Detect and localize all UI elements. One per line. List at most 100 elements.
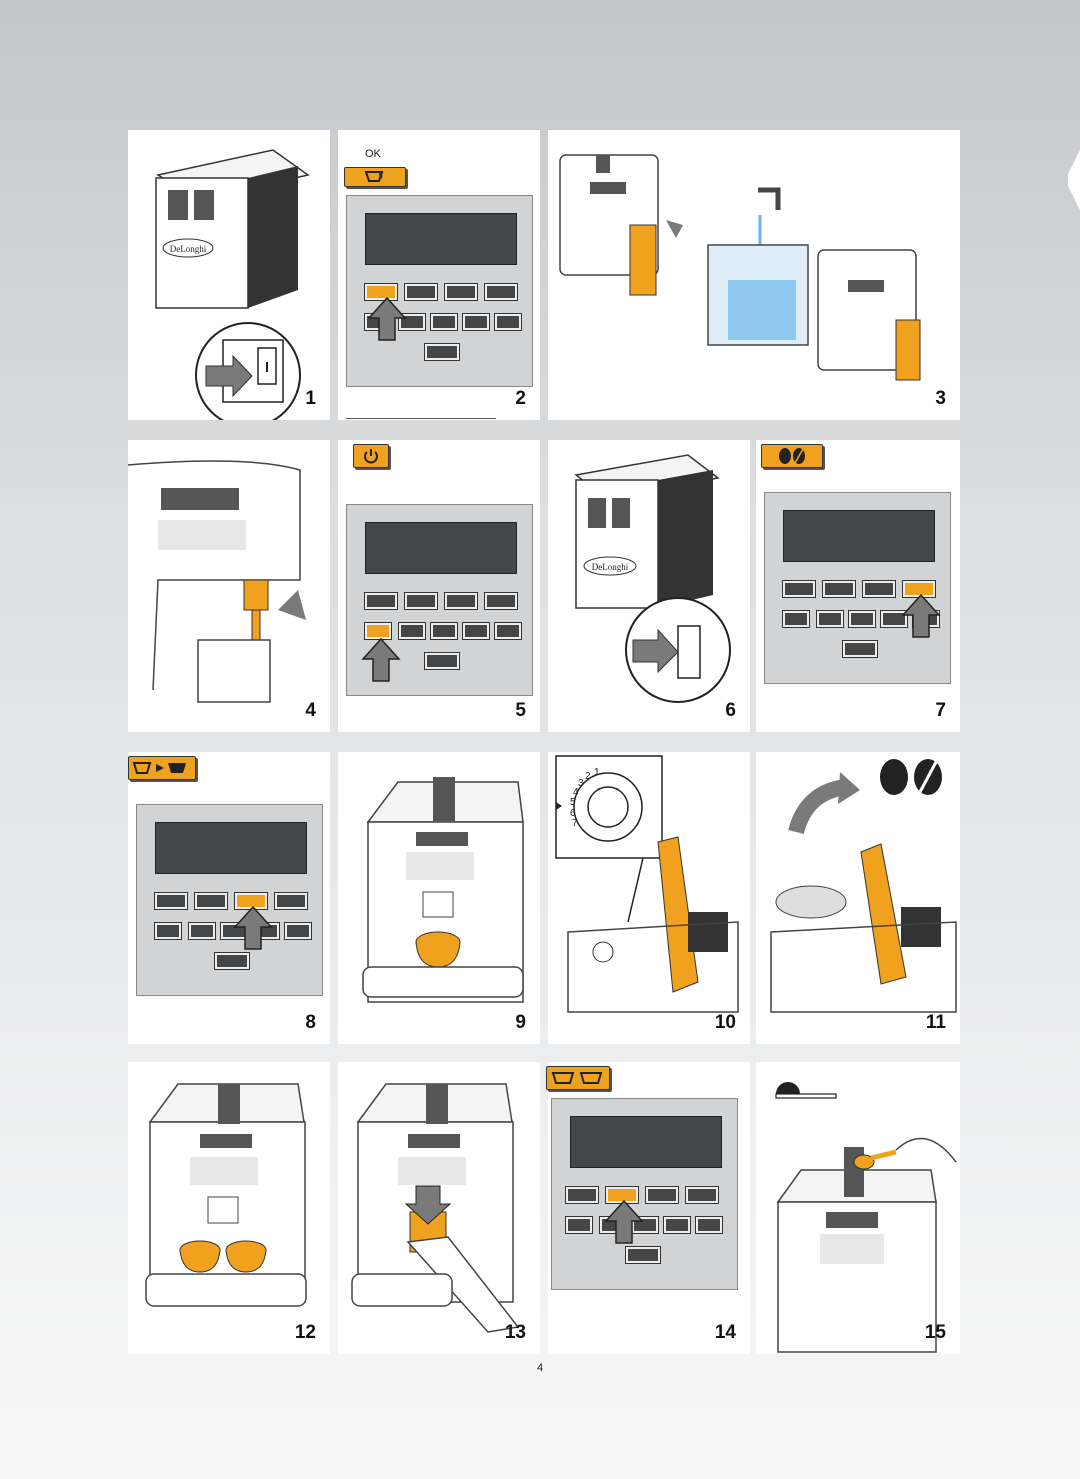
key-3[interactable] [862, 580, 896, 598]
key-2[interactable] [822, 580, 856, 598]
step-panel-9: 9 [338, 752, 540, 1044]
ok-label: OK [365, 148, 381, 160]
press-arrow-icon [361, 637, 401, 682]
key-2[interactable] [194, 892, 228, 910]
step-number: 15 [924, 1322, 946, 1343]
key-4[interactable] [484, 592, 518, 610]
key-9[interactable] [494, 313, 522, 331]
water-tank-illustration [559, 154, 921, 381]
press-arrow-icon [233, 905, 273, 950]
step-panel-6: DeLonghi 6 [548, 440, 750, 732]
dial-digit: 3 [578, 778, 584, 789]
key-5[interactable] [782, 610, 810, 628]
key-1[interactable] [782, 580, 816, 598]
step-number: 12 [294, 1322, 316, 1343]
key-4[interactable] [274, 892, 308, 910]
key-3[interactable] [444, 283, 478, 301]
step-number: 13 [504, 1322, 526, 1343]
cup-icon [364, 171, 384, 182]
key-6[interactable] [398, 622, 426, 640]
display-screen [570, 1116, 722, 1168]
page-edge-tab [1068, 150, 1080, 210]
press-arrow-icon [367, 296, 407, 341]
measuring-scoop-icon [775, 1082, 837, 1099]
key-1[interactable] [565, 1186, 599, 1204]
press-arrow-icon [901, 593, 941, 638]
machine-rear-switch-illustration: DeLonghi [574, 454, 731, 703]
step-panel-3: 3 [548, 130, 960, 420]
cup-key[interactable] [364, 283, 398, 301]
key-10[interactable] [424, 343, 460, 361]
key-8[interactable] [462, 622, 490, 640]
add-beans-illustration [770, 759, 957, 1013]
single-cup-illustration [362, 777, 524, 1003]
brand-logo: DeLonghi [170, 244, 207, 254]
power-key[interactable] [364, 622, 392, 640]
key-6[interactable] [188, 922, 216, 940]
key-10[interactable] [625, 1246, 661, 1264]
key-6[interactable] [816, 610, 844, 628]
dial-digit: 2 [585, 771, 591, 782]
key-4[interactable] [685, 1186, 719, 1204]
key-3[interactable] [444, 592, 478, 610]
key-8[interactable] [663, 1216, 691, 1234]
step-number: 6 [725, 700, 736, 721]
display-screen [365, 213, 517, 265]
step-number: 3 [935, 388, 946, 409]
control-panel [346, 504, 533, 696]
key-9[interactable] [494, 622, 522, 640]
step-number: 8 [305, 1012, 316, 1033]
key-2[interactable] [404, 592, 438, 610]
key-5[interactable] [154, 922, 182, 940]
step-panel-1: DeLonghi 1 [128, 130, 330, 420]
key-1[interactable] [154, 892, 188, 910]
key-10[interactable] [424, 652, 460, 670]
cup-to-cup-key[interactable] [234, 892, 268, 910]
key-7[interactable] [430, 622, 458, 640]
step-number: 7 [935, 700, 946, 721]
step-panel-14: 14 [546, 1062, 750, 1354]
control-panel [764, 492, 951, 684]
step-number: 10 [714, 1012, 736, 1033]
ground-coffee-illustration [776, 1137, 957, 1353]
dial-digit: 4 [573, 787, 579, 798]
separator-line [346, 418, 496, 419]
key-8[interactable] [462, 313, 490, 331]
step-panel-4: 4 [128, 440, 330, 732]
dial-digit: 1 [594, 767, 600, 778]
step-number: 4 [305, 700, 316, 721]
step-number: 11 [925, 1012, 946, 1033]
key-1[interactable] [364, 592, 398, 610]
key-9[interactable] [695, 1216, 723, 1234]
step-panel-10: 7 6 5 4 3 2 1 10 [548, 752, 750, 1044]
display-screen [783, 510, 935, 562]
step-panel-13: 13 [338, 1062, 540, 1354]
key-7[interactable] [848, 610, 876, 628]
step-panel-5: 5 [338, 440, 540, 732]
beans-key[interactable] [902, 580, 936, 598]
key-10[interactable] [842, 640, 878, 658]
key-10[interactable] [214, 952, 250, 970]
beans-badge [761, 444, 823, 468]
key-5[interactable] [565, 1216, 593, 1234]
step-panel-15: 15 [756, 1062, 960, 1354]
two-cups-key[interactable] [605, 1186, 639, 1204]
key-9[interactable] [284, 922, 312, 940]
key-3[interactable] [645, 1186, 679, 1204]
page-number: 4 [536, 1362, 544, 1374]
key-8[interactable] [880, 610, 908, 628]
control-panel [551, 1098, 738, 1290]
key-2[interactable] [404, 283, 438, 301]
cup-to-cup-badge [128, 756, 196, 780]
step-panel-8: 8 [128, 752, 330, 1044]
cup-badge [344, 167, 406, 187]
step-number: 1 [305, 388, 316, 409]
remove-cup-illustration [351, 1083, 520, 1333]
key-7[interactable] [430, 313, 458, 331]
key-4[interactable] [484, 283, 518, 301]
brand-logo: DeLonghi [592, 562, 629, 572]
step-number: 14 [714, 1322, 736, 1343]
cup-arrow-cup-icon [132, 762, 186, 774]
dial-digit: 6 [570, 808, 576, 819]
dial-digit: 7 [572, 818, 578, 829]
